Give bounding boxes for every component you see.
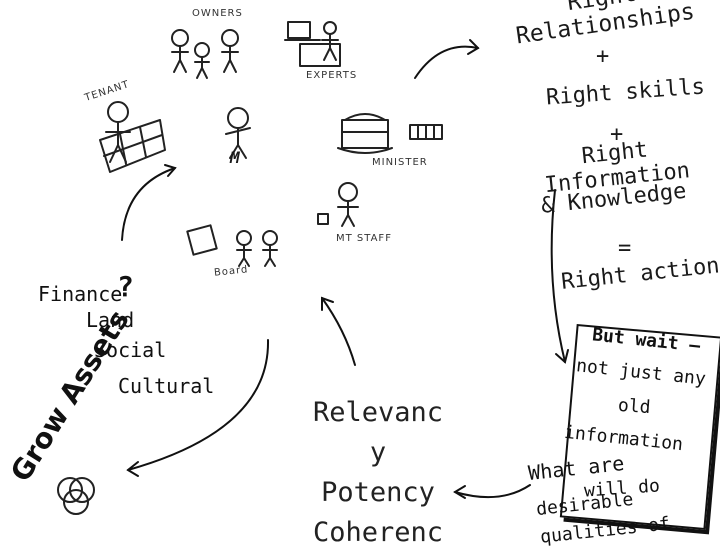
equation-plus-1: + (596, 44, 610, 69)
note-line-3: old (617, 394, 652, 419)
minister-podium (337, 113, 443, 154)
finance-question-mark: ? (117, 270, 134, 303)
mt-staff-label: MT STAFF (336, 233, 392, 244)
owners-figures (171, 29, 239, 79)
asset-finance: Finance (38, 282, 123, 306)
venn-circles-icon (57, 477, 95, 515)
arrow-equation-to-note (550, 189, 566, 363)
quality-relevancy-2: y (369, 437, 387, 468)
mt-staff-figure (317, 182, 359, 227)
sketch-layer (57, 21, 569, 515)
experts-desk (284, 21, 341, 67)
equation-equals: = (618, 236, 632, 261)
arrow-down-to-venn (127, 339, 270, 471)
equation-plus-2: + (610, 122, 624, 147)
owners-label: OWNERS (192, 8, 243, 19)
quality-relevancy-1: Relevanc (312, 397, 444, 428)
central-figure (225, 107, 251, 159)
board-figures (186, 224, 278, 267)
arrow-note-to-potency (454, 484, 531, 499)
arrow-up-from-relevancy (321, 297, 356, 366)
quality-potency: Potency (321, 477, 435, 508)
tenant-figure (99, 101, 166, 173)
asset-cultural: Cultural (118, 374, 215, 398)
minister-label: MINISTER (372, 157, 428, 168)
asset-land: Land (86, 308, 135, 332)
m-mark: M (230, 148, 240, 167)
arrow-to-relationships (414, 45, 479, 79)
asset-social: Social (94, 338, 167, 362)
arrow-assets-up (121, 167, 176, 241)
experts-label: EXPERTS (306, 70, 358, 81)
quality-coherency: Coherenc (312, 517, 444, 548)
